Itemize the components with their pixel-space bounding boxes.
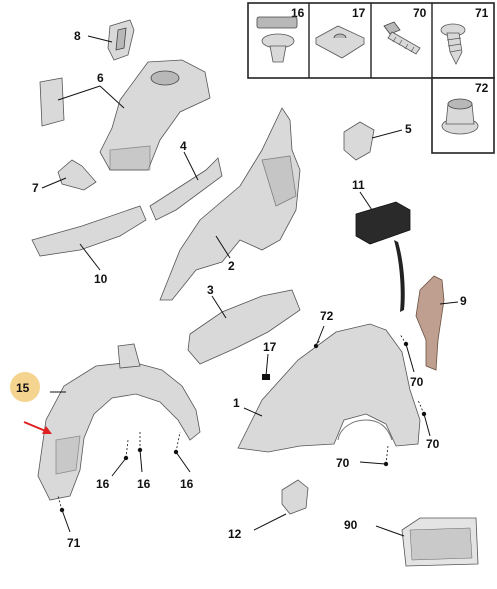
- part-90-fastener-kit: [401, 517, 479, 567]
- callout-72: 72: [320, 309, 334, 323]
- fastener-dots: [59, 341, 427, 513]
- part-12-bracket: [281, 479, 309, 515]
- callout-11: 11: [352, 178, 365, 192]
- self-tapping-screw-icon: [440, 23, 466, 65]
- red-arrow-icon: [23, 421, 52, 434]
- callout-7: 7: [32, 181, 39, 195]
- flange-nut-icon: [441, 98, 479, 135]
- legend-label-70: 70: [413, 6, 427, 20]
- part-7-bracket: [57, 159, 97, 191]
- part-9-seal: [415, 275, 445, 371]
- part-1-front-fender: [237, 323, 421, 453]
- legend-label-17: 17: [352, 6, 366, 20]
- part-11-foam-block: [355, 201, 411, 312]
- legend-label-71: 71: [475, 6, 489, 20]
- callout-4: 4: [180, 139, 187, 153]
- part-2-apron: [159, 107, 301, 301]
- callout-70-right: 70: [410, 375, 424, 389]
- callout-labels: 8 6 7 4 10 2 3 5 11 9 72 17 1 15 70 70 7…: [16, 29, 467, 550]
- flange-bolt-icon: [383, 21, 421, 55]
- leader-lines: [41, 35, 459, 537]
- legend-label-72: 72: [475, 81, 489, 95]
- callout-90: 90: [344, 518, 358, 532]
- part-6-reinforcement: [39, 59, 211, 171]
- callout-15: 15: [16, 381, 30, 395]
- part-8-bracket: [107, 19, 135, 61]
- part-10-lower-rail: [31, 205, 147, 257]
- callout-5: 5: [405, 122, 412, 136]
- callout-16-mid: 16: [137, 477, 151, 491]
- callout-17: 17: [263, 340, 277, 354]
- part-3-lower-apron: [187, 289, 301, 365]
- callout-71: 71: [67, 536, 81, 550]
- callout-3: 3: [207, 283, 214, 297]
- callout-16-left: 16: [96, 477, 110, 491]
- callout-8: 8: [74, 29, 81, 43]
- callout-2: 2: [228, 259, 235, 273]
- fastener-legend-box: 16 17 70 71: [247, 2, 495, 154]
- callout-70-lower: 70: [426, 437, 440, 451]
- callout-9: 9: [460, 294, 467, 308]
- callout-16-right: 16: [180, 477, 194, 491]
- highlight-circle-15: [10, 372, 40, 402]
- plate-nut-icon: [315, 25, 365, 59]
- legend-label-16: 16: [291, 6, 305, 20]
- push-clip-icon: [256, 16, 298, 63]
- callout-10: 10: [94, 272, 108, 286]
- callout-1: 1: [233, 396, 240, 410]
- callout-12: 12: [228, 527, 242, 541]
- callout-6: 6: [97, 71, 104, 85]
- callout-70-bottom: 70: [336, 456, 350, 470]
- part-4-rail: [149, 157, 223, 221]
- part-17-nut-marker: [262, 374, 270, 380]
- part-5-bracket: [343, 121, 375, 161]
- part-15-wheel-arch-liner: [37, 343, 201, 501]
